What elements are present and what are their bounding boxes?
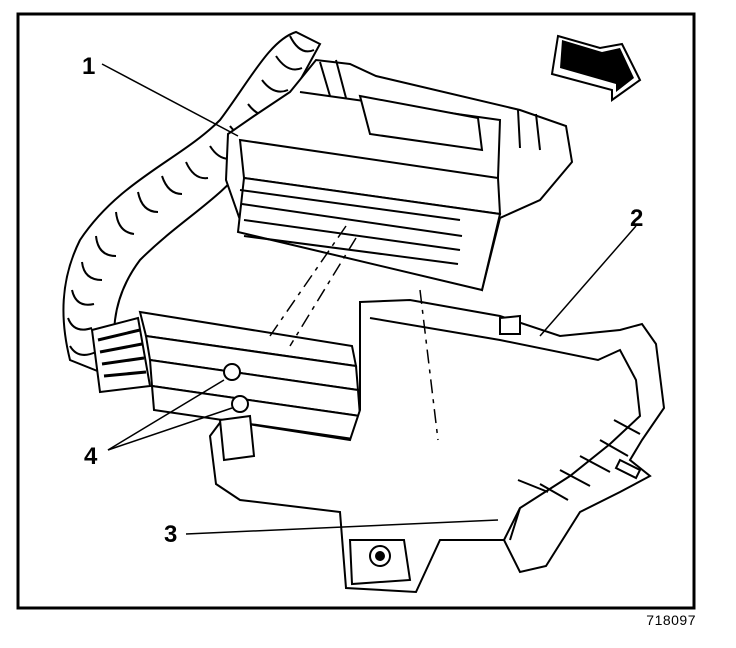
direction-arrow-icon (550, 34, 642, 102)
leader-lines (101, 63, 637, 535)
callout-2: 2 (630, 205, 643, 232)
control-module (224, 58, 574, 292)
callout-3: 3 (164, 521, 177, 548)
mounting-bracket (208, 298, 666, 594)
callout-4: 4 (84, 443, 98, 470)
connector-bolt-lower (231, 395, 249, 413)
figure-number: 718097 (646, 612, 696, 628)
diagram-frame (16, 12, 696, 610)
connector-bolt-upper (223, 363, 241, 381)
harness-connector (90, 310, 362, 442)
callout-1: 1 (82, 53, 95, 80)
alignment-lines (269, 225, 439, 441)
